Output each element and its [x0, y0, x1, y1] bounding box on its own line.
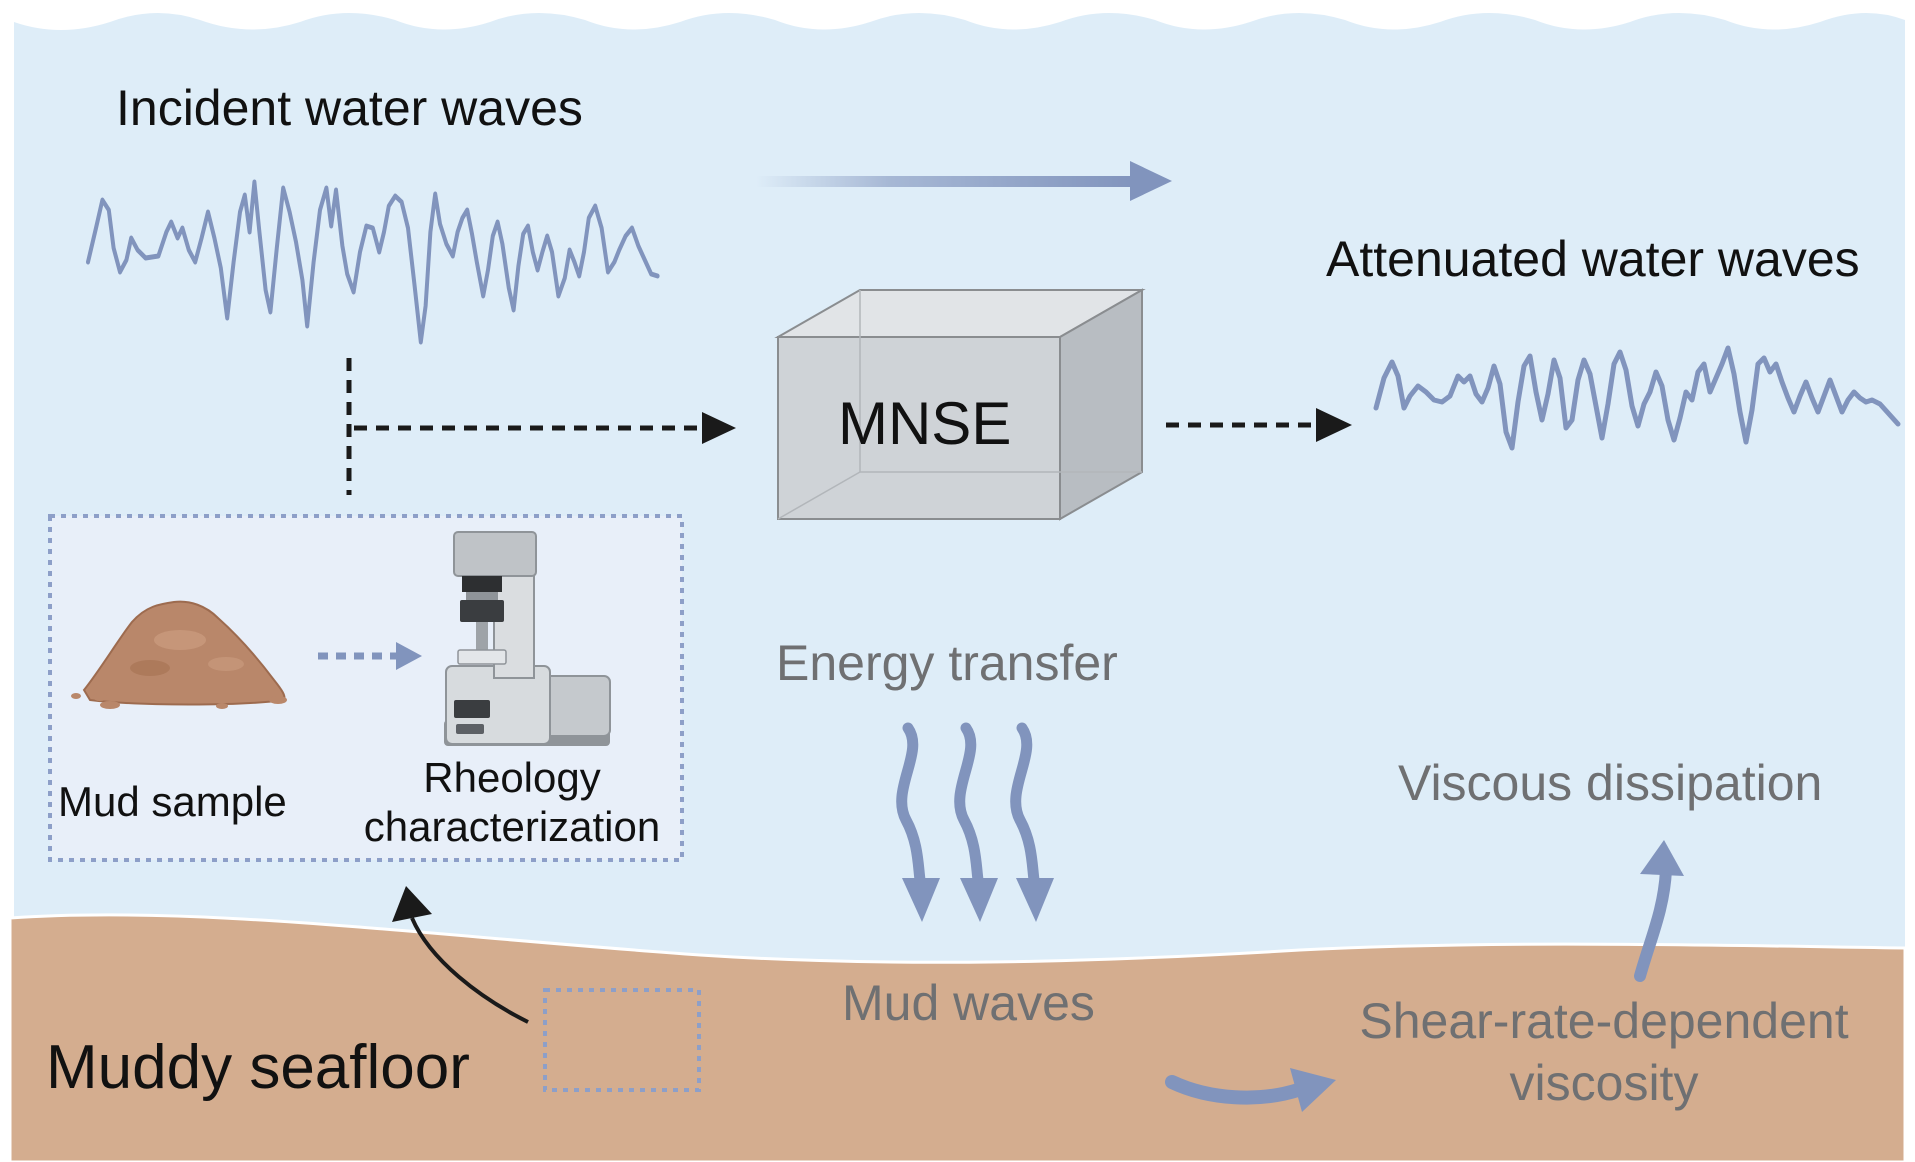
energy-transfer-label: Energy transfer [776, 635, 1118, 691]
arrow-to-model-icon [702, 412, 736, 444]
mud-pile-icon [71, 600, 287, 709]
seafloor-label: Muddy seafloor [46, 1033, 470, 1102]
dissipation-arrow-head-icon [1640, 840, 1684, 876]
seafloor-sample-frame [543, 988, 701, 1092]
rheometer-icon [444, 531, 611, 746]
mud-sample-label: Mud sample [58, 778, 287, 825]
model-box [774, 288, 1146, 521]
rheology-label-line2: characterization [364, 803, 660, 850]
energy-arrow-head-2-icon [960, 878, 998, 922]
arrow-to-output-icon [1316, 408, 1352, 442]
rheology-label-line1: Rheology [423, 754, 600, 801]
propagation-arrow [756, 161, 1172, 201]
shear-label-line2: viscosity [1510, 1055, 1699, 1111]
sampling-arrow [410, 917, 529, 1024]
mud-to-shear-arrow-head-icon [1290, 1068, 1336, 1112]
water-region [14, 12, 1905, 1162]
incident-waves-label: Incident water waves [116, 80, 583, 136]
mud-to-shear-arrow [1165, 1075, 1305, 1105]
dashed-flow-connector [346, 358, 708, 495]
sampling-arrow-head-icon [392, 886, 432, 922]
energy-arrow-head-1-icon [902, 878, 940, 922]
attenuated-waves-label: Attenuated water waves [1326, 231, 1860, 287]
incident-wave-line [86, 179, 660, 345]
energy-arrow-head-3-icon [1016, 878, 1054, 922]
attenuated-wave-line [1373, 345, 1901, 451]
viscous-dissipation-label: Viscous dissipation [1398, 755, 1822, 811]
shear-to-dissipation-arrow [1634, 864, 1672, 982]
energy-transfer-arrows [896, 722, 1040, 886]
mud-waves-label: Mud waves [842, 975, 1095, 1031]
shear-label-line1: Shear-rate-dependent [1359, 993, 1848, 1049]
sample-arrow-head-icon [396, 642, 422, 670]
model-box-label: MNSE [838, 390, 1011, 457]
